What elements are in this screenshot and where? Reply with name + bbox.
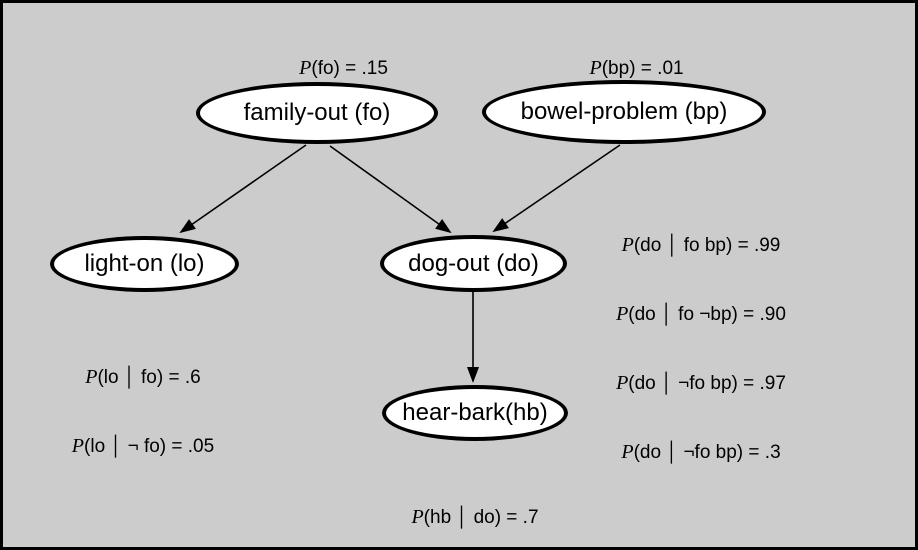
- arrow-familyout-dogout: [329, 145, 452, 234]
- node-bowel-problem: bowel-problem (bp): [482, 80, 766, 144]
- p-symbol: P: [616, 372, 629, 394]
- p-symbol: P: [85, 366, 98, 388]
- prob-line: P(hb │ do) = .7: [411, 506, 539, 528]
- node-bowel-problem-label: bowel-problem (bp): [520, 98, 728, 125]
- prob-line: P(do │ ¬fo bp) = .3: [621, 441, 781, 463]
- prob-hb-table: P(hb │ do) = .7 P(hb │ ¬ do) = .01: [365, 460, 585, 547]
- node-dog-out: dog-out (do): [380, 235, 567, 292]
- node-hear-bark: hear-bark(hb): [382, 385, 568, 441]
- p-symbol: P: [621, 441, 634, 463]
- prob-line: P(do │ fo ¬bp) = .90: [616, 303, 786, 325]
- p-symbol: P: [299, 57, 312, 79]
- node-dog-out-label: dog-out (do): [408, 249, 539, 277]
- prob-line: P(do │ ¬fo bp) = .97: [616, 372, 786, 394]
- p-symbol: P: [589, 57, 602, 79]
- node-light-on-label: light-on (lo): [84, 250, 205, 277]
- prob-do-table: P(do │ fo bp) = .99 P(do │ fo ¬bp) = .90…: [581, 188, 821, 510]
- prob-lo-table: P(lo │ fo) = .6 P(lo │ ¬ fo) = .05: [33, 320, 253, 504]
- prob-line: P(lo │ ¬ fo) = .05: [71, 435, 215, 457]
- p-symbol: P: [411, 506, 424, 528]
- node-hear-bark-label: hear-bark(hb): [402, 399, 548, 426]
- p-symbol: P: [71, 435, 85, 457]
- prob-line: P(lo │ fo) = .6: [85, 366, 201, 388]
- prob-fo-prior: P(fo) = .15: [299, 57, 388, 79]
- node-family-out: family-out (fo): [196, 82, 438, 144]
- prob-line: P(do │ fo bp) = .99: [621, 234, 781, 256]
- arrow-familyout-lighton: [179, 144, 307, 234]
- node-light-on: light-on (lo): [50, 236, 239, 292]
- node-family-out-label: family-out (fo): [243, 99, 391, 126]
- p-symbol: P: [621, 234, 634, 256]
- p-symbol: P: [616, 303, 629, 325]
- prob-bp-prior: P(bp) = .01: [589, 57, 684, 79]
